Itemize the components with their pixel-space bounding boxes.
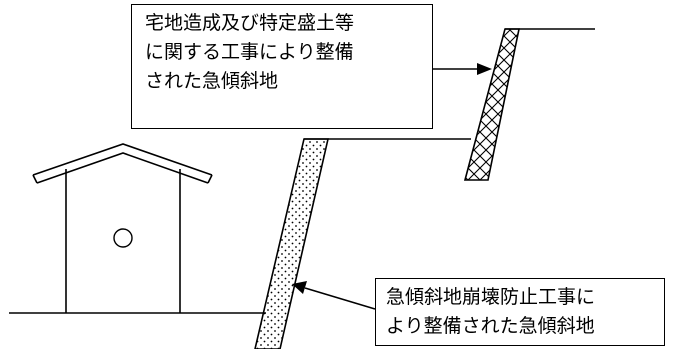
lower-slope-label-box: 急傾斜地崩壊防止工事に より整備された急傾斜地 [375, 278, 665, 346]
circle-mark-icon [113, 228, 133, 248]
upper-slope-cross-hatched [463, 28, 520, 181]
upper-label-line-3: された急傾斜地 [145, 70, 279, 92]
upper-slope-label-box: 宅地造成及び特定盛土等 に関する工事により整備 された急傾斜地 [131, 4, 433, 129]
upper-label-line-2: に関する工事により整備 [145, 41, 354, 63]
upper-arrow-icon [433, 63, 492, 75]
lower-label-line-1: 急傾斜地崩壊防止工事に [386, 286, 596, 308]
lower-label-line-2: より整備された急傾斜地 [386, 315, 595, 337]
upper-label-line-1: 宅地造成及び特定盛土等 [145, 12, 355, 34]
lower-slope-dotted [254, 138, 330, 349]
house-icon [32, 143, 213, 313]
lower-arrow-icon [292, 281, 376, 310]
